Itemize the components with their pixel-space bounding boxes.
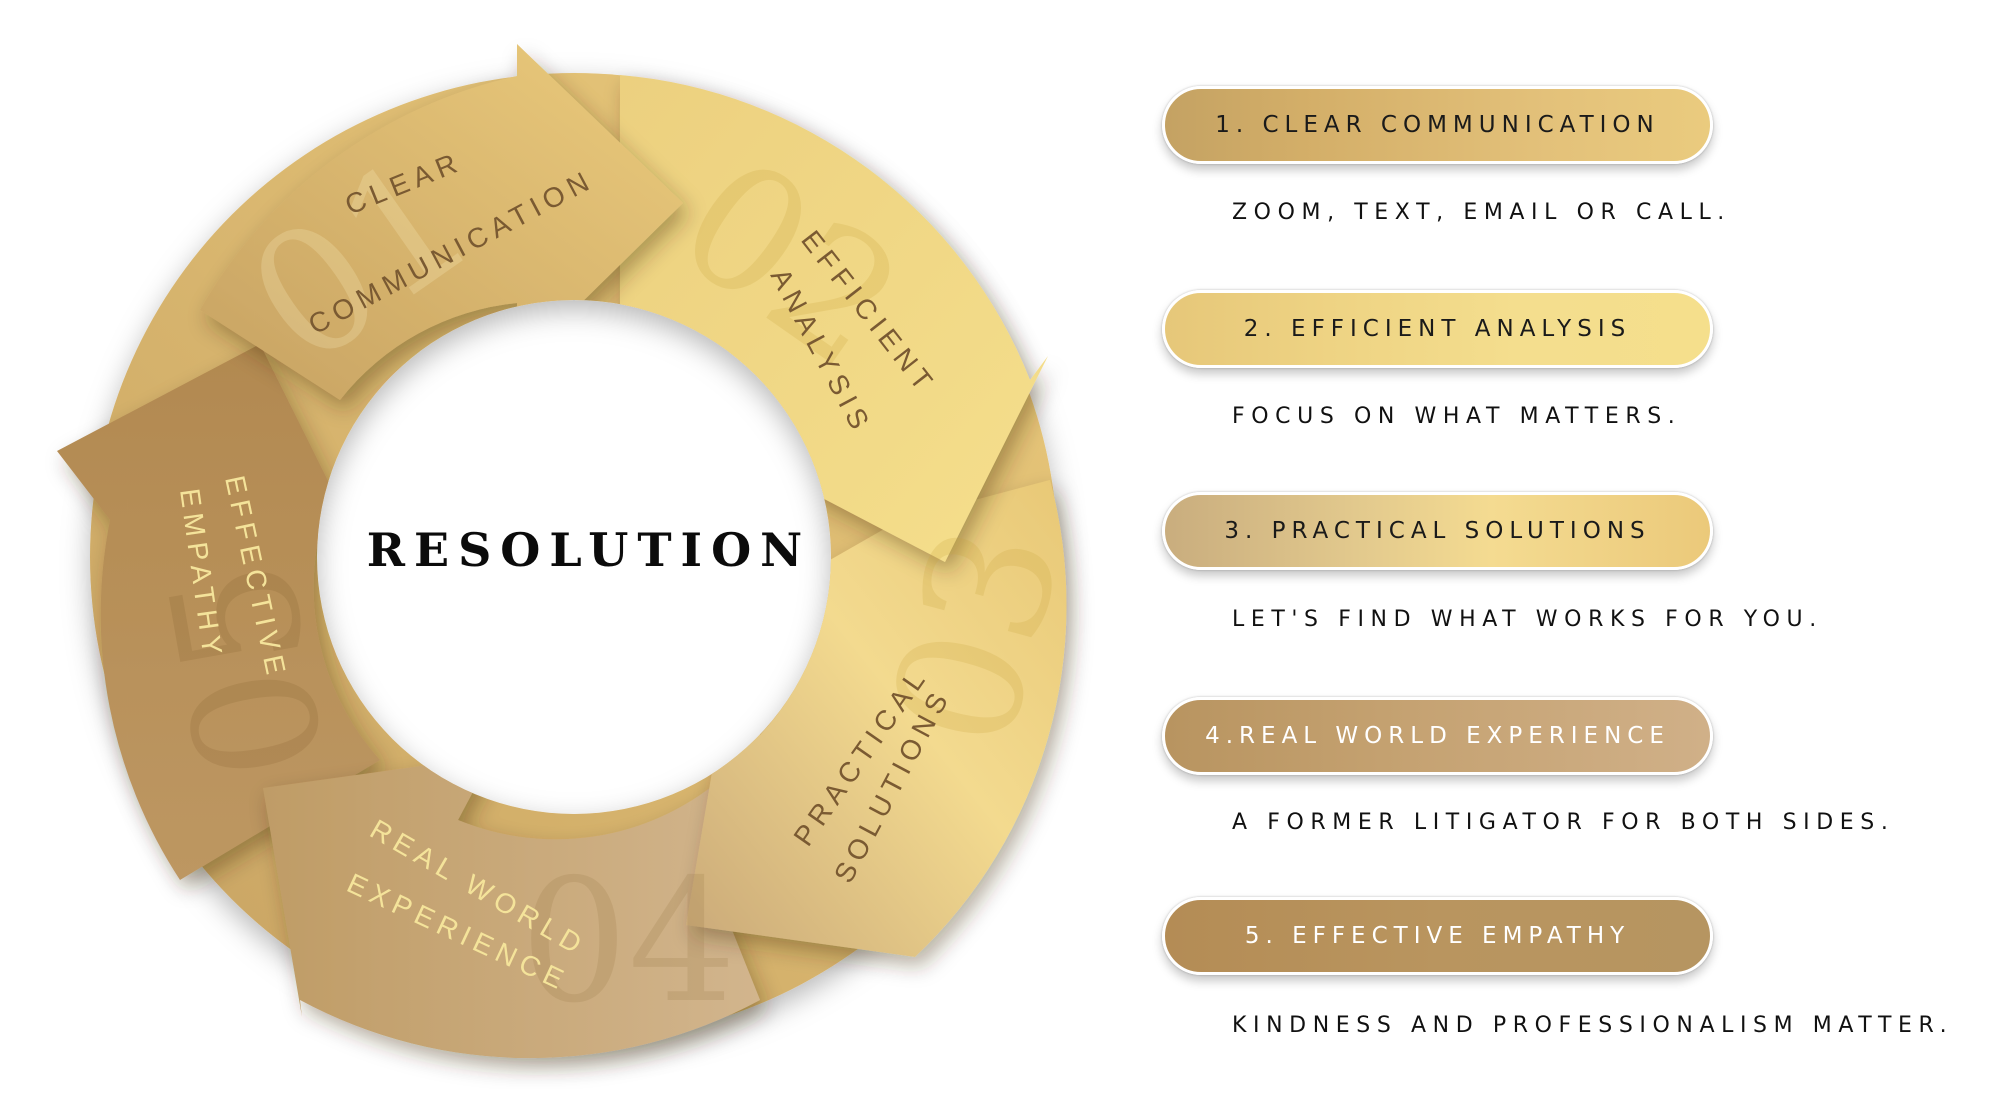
numeral-04: 04 [520, 843, 736, 1041]
segment-clear-communication [200, 44, 683, 400]
step-pill-effective-empathy: 5. EFFECTIVE EMPATHY [1162, 897, 1713, 975]
step-label: 4.REAL WORLD EXPERIENCE [1205, 723, 1670, 749]
step-description: FOCUS ON WHAT MATTERS. [1232, 404, 1682, 429]
step-description: KINDNESS AND PROFESSIONALISM MATTER. [1232, 1013, 1954, 1038]
step-label: 5. EFFECTIVE EMPATHY [1244, 923, 1631, 949]
segment-efficient-analysis [620, 75, 1048, 562]
step-label: 2. EFFICIENT ANALYSIS [1243, 316, 1632, 342]
step-label: 1. CLEAR COMMUNICATION [1215, 112, 1660, 138]
step-description: A FORMER LITIGATOR FOR BOTH SIDES. [1232, 810, 1895, 835]
step-pill-real-world-experience: 4.REAL WORLD EXPERIENCE [1162, 697, 1713, 775]
numeral-05: 05 [132, 546, 365, 793]
step-pill-clear-communication: 1. CLEAR COMMUNICATION [1162, 86, 1713, 164]
step-description: LET'S FIND WHAT WORKS FOR YOU. [1232, 607, 1823, 632]
segment-effective-empathy [57, 344, 380, 880]
resolution-cycle-diagram: 01 02 03 04 05 CLEAR COMMUNICATION EFFIC… [57, 44, 1101, 1059]
step-description: ZOOM, TEXT, EMAIL OR CALL. [1232, 200, 1731, 225]
step-pill-efficient-analysis: 2. EFFICIENT ANALYSIS [1162, 290, 1713, 368]
segment-practical-solutions [686, 480, 1067, 957]
step-pill-practical-solutions: 3. PRACTICAL SOLUTIONS [1162, 492, 1713, 570]
step-label: 3. PRACTICAL SOLUTIONS [1224, 518, 1651, 544]
center-title: RESOLUTION [367, 523, 811, 577]
segment-real-world-experience [263, 756, 760, 1059]
